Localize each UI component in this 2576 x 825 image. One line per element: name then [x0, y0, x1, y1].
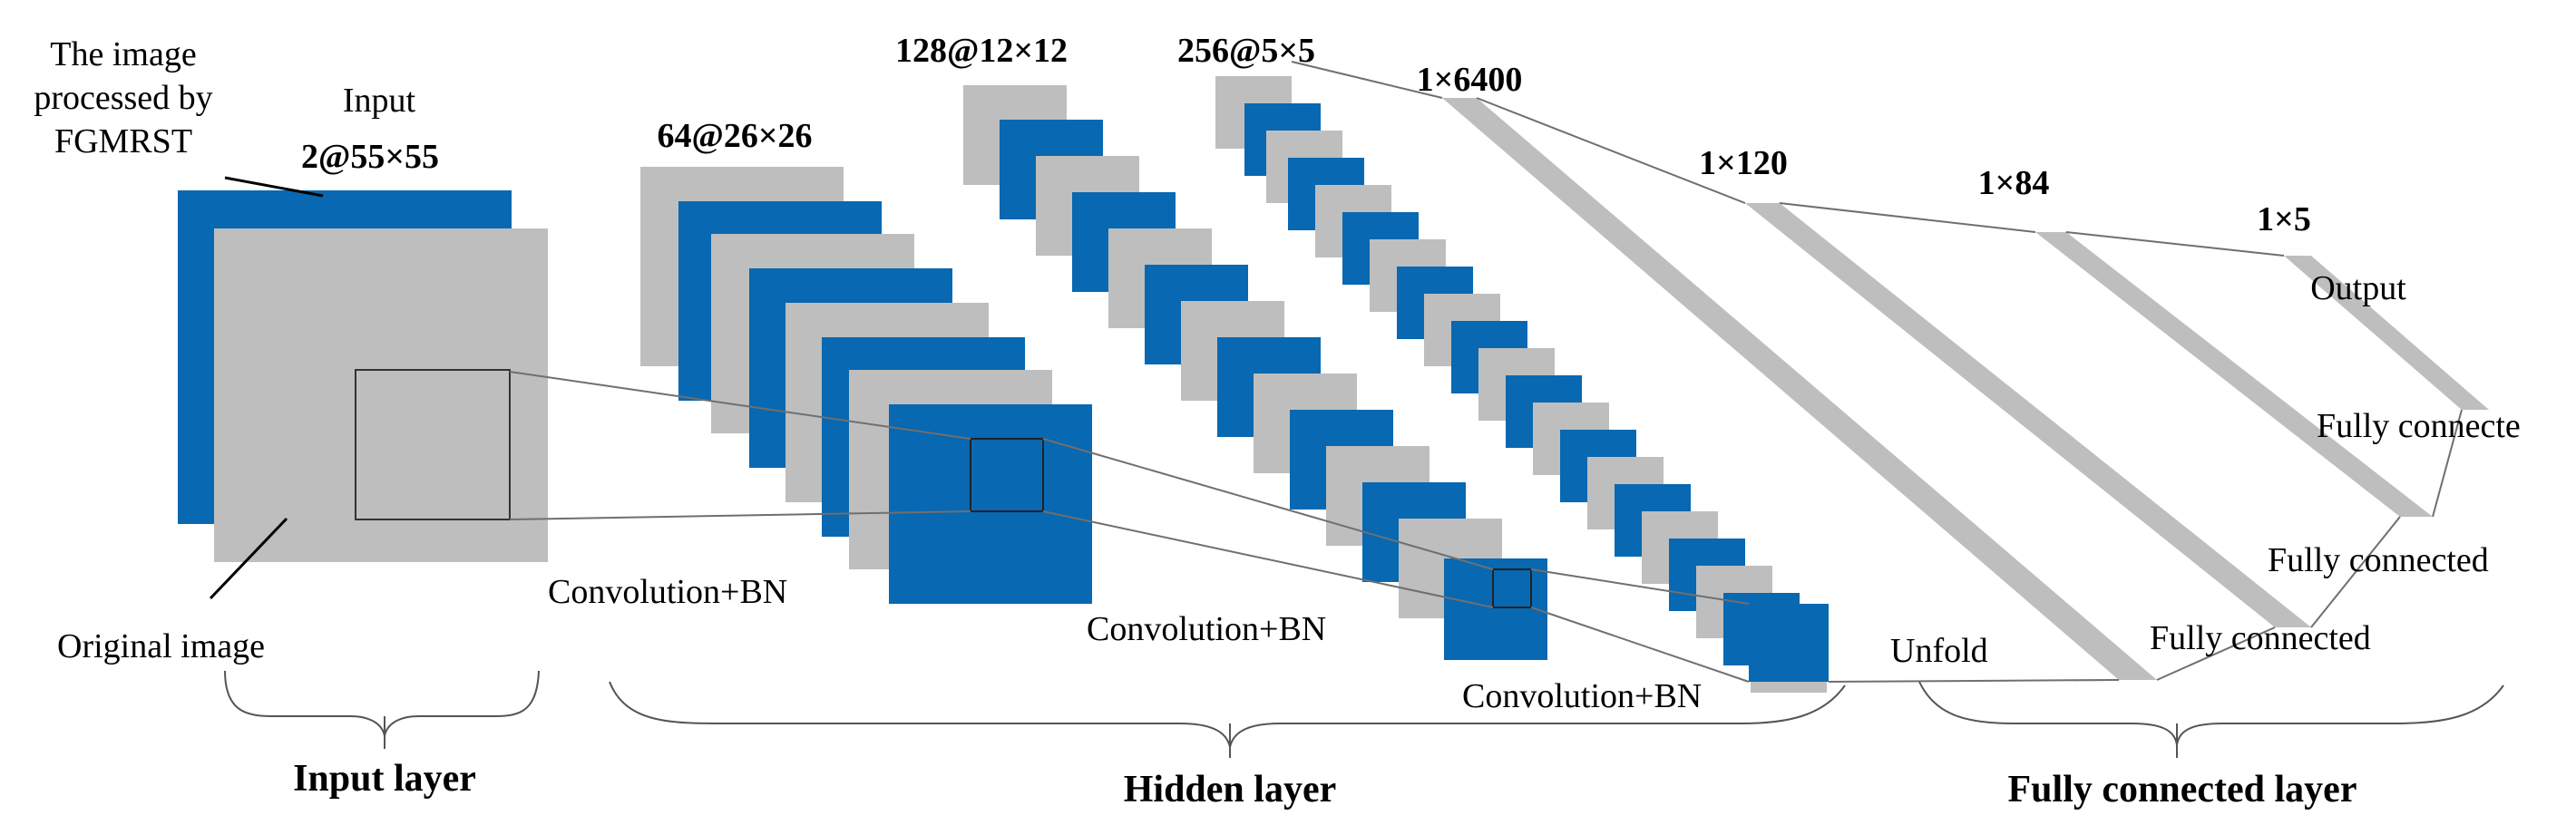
fc1-label: Fully connected: [2150, 619, 2371, 657]
fc-layer-caption: Fully connected layer: [2008, 769, 2357, 810]
connector-line: [1042, 510, 1494, 608]
fc-layer-group: 1×6400 1×120 1×84 1×5 Output Fully conne…: [1291, 61, 2521, 683]
connector-line: [2310, 516, 2401, 628]
input-label: Input: [343, 82, 416, 120]
hidden-layer-caption: Hidden layer: [1124, 769, 1337, 810]
output-dimension: 1×5: [2257, 200, 2311, 238]
conv2-operation-label: Convolution+BN: [1087, 610, 1326, 648]
fc2-vector-bar: [2035, 232, 2433, 517]
connector-line: [1530, 607, 1750, 683]
output-label: Output: [2310, 269, 2406, 307]
connector-line: [2156, 626, 2276, 681]
conv1-stack: [640, 167, 1092, 604]
connector-line: [509, 371, 971, 440]
conv-connector-lines: [509, 371, 1750, 683]
connector-line: [1291, 61, 1443, 99]
note-line-3: FGMRST: [54, 122, 192, 160]
conv1-operation-label: Convolution+BN: [548, 573, 787, 611]
conv2-stack: [963, 85, 1547, 660]
input-kernel-window: [355, 369, 511, 520]
fc-connector-lines: [1291, 61, 2463, 683]
input-layer-brace: [224, 670, 540, 737]
fc1-dimension: 1×120: [1699, 144, 1788, 182]
conv3-operation-label: Convolution+BN: [1462, 677, 1702, 715]
hidden-layer-group: 64@26×26 128@12×12 256@5×5 Convolution+B…: [509, 32, 1829, 715]
note-pointer-line: [224, 176, 324, 198]
connector-line: [1476, 97, 1746, 204]
connector-line: [509, 510, 971, 520]
fc-layer-brace: [1918, 681, 2504, 746]
unfold-vector-bar: [1442, 98, 2157, 680]
note-line-2: processed by: [34, 79, 212, 117]
original-pointer-line: [209, 517, 288, 600]
fc2-label: Fully connected: [2268, 541, 2489, 579]
connector-line: [2432, 409, 2463, 518]
input-layer-caption: Input layer: [293, 758, 476, 800]
input-dimension: 2@55×55: [301, 138, 439, 176]
conv1-kernel-window: [970, 438, 1044, 512]
layer-braces: [224, 670, 2504, 758]
conv2-dimension: 128@12×12: [895, 32, 1068, 70]
conv3-stack: [1215, 76, 1829, 693]
connector-line: [2065, 231, 2285, 257]
connector-line: [1779, 202, 2036, 233]
note-line-1: The image: [50, 35, 196, 73]
unfold-dimension: 1×6400: [1417, 61, 1523, 99]
input-layer-group: The image processed by FGMRST Input 2@55…: [34, 35, 548, 665]
fc2-dimension: 1×84: [1978, 164, 2050, 202]
connector-line: [1828, 679, 2120, 683]
conv1-dimension: 64@26×26: [658, 117, 813, 155]
original-image-label: Original image: [57, 627, 265, 665]
output-vector-bar: [2284, 256, 2489, 410]
conv3-dimension: 256@5×5: [1177, 32, 1315, 70]
conv2-kernel-window: [1492, 568, 1532, 608]
connector-line: [1530, 568, 1750, 605]
connector-line: [1042, 438, 1494, 570]
unfold-label: Unfold: [1890, 632, 1988, 670]
fc1-vector-bar: [1745, 203, 2311, 627]
conv3-map-22: [1749, 604, 1829, 682]
fc-output-label: Fully connecte: [2317, 407, 2521, 445]
